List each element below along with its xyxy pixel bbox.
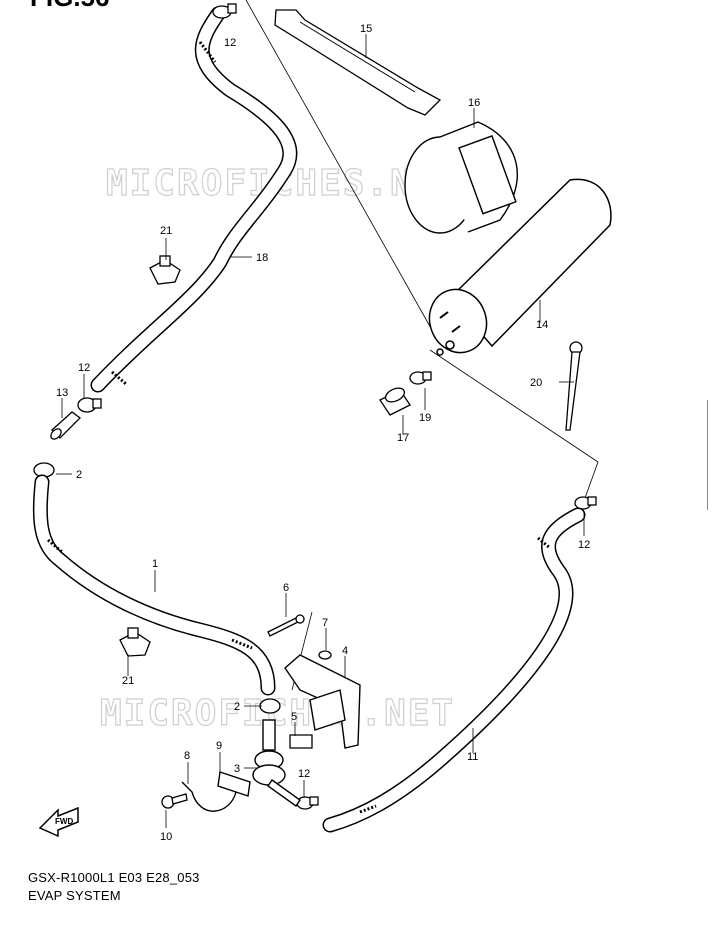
callout-13[interactable]: 13 [56, 387, 68, 399]
callout-14[interactable]: 14 [536, 319, 548, 331]
callout-20[interactable]: 20 [530, 377, 542, 389]
part-21-clip-top[interactable] [149, 255, 181, 285]
figure-title: FIG.56 [30, 0, 109, 13]
callout-19[interactable]: 19 [419, 412, 431, 424]
part-17-cap[interactable] [379, 385, 411, 416]
callout-8[interactable]: 8 [184, 750, 190, 762]
part-15-strap[interactable] [274, 9, 442, 116]
watermark-bottom: MICROFICHES.NET [100, 693, 455, 734]
part-13-pipe[interactable] [49, 411, 81, 441]
part-12-clamp-top[interactable] [212, 3, 237, 19]
part-6-bolt[interactable] [267, 614, 305, 637]
callout-12[interactable]: 12 [578, 539, 590, 551]
part-20-tie[interactable] [565, 341, 583, 431]
callout-18[interactable]: 18 [256, 252, 268, 264]
part-4-bracket[interactable] [284, 654, 361, 749]
part-10-screw[interactable] [161, 793, 188, 809]
page-edge-mark [707, 400, 718, 510]
part-12-clamp-bottom[interactable] [296, 796, 319, 810]
callout-9[interactable]: 9 [216, 740, 222, 752]
callout-5[interactable]: 5 [291, 711, 297, 723]
part-5-clip[interactable] [289, 734, 313, 749]
fwd-label: FWD [55, 817, 73, 826]
part-14-canister[interactable] [421, 178, 612, 360]
callouts: 12 15 16 21 18 14 12 13 20 19 17 2 12 1 … [56, 23, 590, 843]
callout-12[interactable]: 12 [224, 37, 236, 49]
part-12-clamp-left[interactable] [77, 397, 102, 413]
callout-7[interactable]: 7 [322, 617, 328, 629]
part-18-vent-hose[interactable] [90, 6, 298, 393]
callout-4[interactable]: 4 [342, 645, 348, 657]
part-21-clip-bottom[interactable] [119, 627, 151, 657]
callout-2[interactable]: 2 [234, 701, 240, 713]
callout-17[interactable]: 17 [397, 432, 409, 444]
callout-11[interactable]: 11 [467, 751, 478, 763]
callout-12[interactable]: 12 [78, 362, 90, 374]
callout-16[interactable]: 16 [468, 97, 480, 109]
callout-10[interactable]: 10 [160, 831, 172, 843]
part-8-bracket[interactable] [181, 781, 243, 812]
callout-3[interactable]: 3 [234, 763, 240, 775]
part-16-holder[interactable] [404, 121, 518, 234]
part-19-clamp[interactable] [409, 371, 432, 385]
leader-lines [56, 34, 585, 828]
section-name: EVAP SYSTEM [28, 888, 121, 903]
callout-12[interactable]: 12 [298, 768, 310, 780]
callout-2[interactable]: 2 [76, 469, 82, 481]
part-1-hose[interactable] [32, 474, 276, 696]
callout-21[interactable]: 21 [160, 225, 172, 237]
part-11-hose[interactable] [322, 507, 586, 833]
model-code: GSX-R1000L1 E03 E28_053 [28, 870, 200, 885]
callout-15[interactable]: 15 [360, 23, 372, 35]
part-7-washer[interactable] [318, 650, 332, 660]
callout-1[interactable]: 1 [152, 558, 158, 570]
callout-6[interactable]: 6 [283, 582, 289, 594]
part-9-bracket[interactable] [217, 771, 251, 797]
fwd-arrow-icon: FWD [38, 806, 79, 838]
callout-21[interactable]: 21 [122, 675, 134, 687]
part-2-clamp-mid[interactable] [259, 698, 281, 714]
part-3-valve[interactable] [252, 719, 301, 807]
part-12-clamp-right[interactable] [574, 496, 597, 510]
